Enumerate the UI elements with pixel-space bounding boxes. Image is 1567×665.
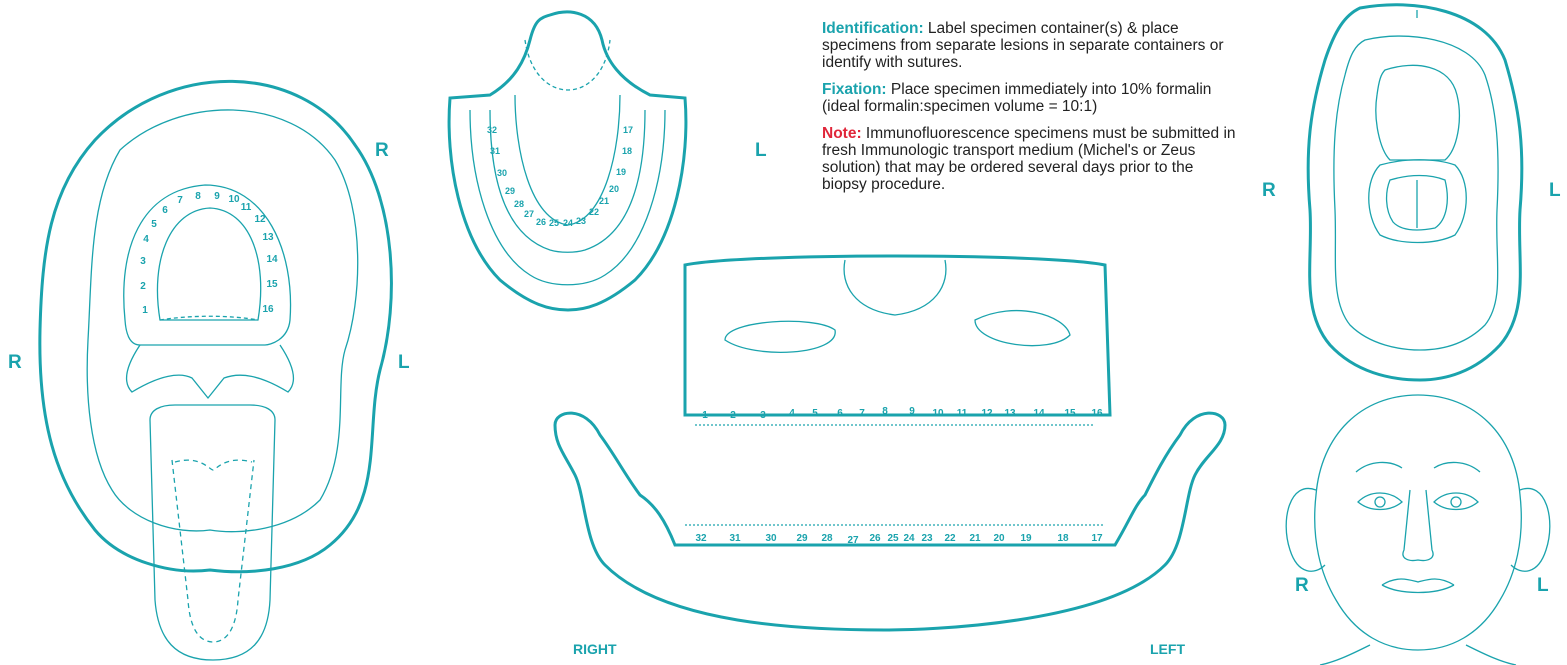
occlusal-tooth-29: 29 <box>505 186 515 196</box>
tooth-8-label: 8 <box>195 191 201 202</box>
tooth-10-label: 10 <box>228 194 240 205</box>
note-text: Immunofluorescence specimens must be sub… <box>822 125 1236 193</box>
occlusal-tooth-32: 32 <box>487 125 497 135</box>
tooth-11-label: 11 <box>241 202 252 213</box>
tooth-4-label: 4 <box>143 234 149 245</box>
skull-left-caption: LEFT <box>1150 641 1185 657</box>
skull-tooth-22: 22 <box>944 533 956 544</box>
maxillary-tooth-numbers: 1 2 3 4 5 6 7 8 9 10 11 12 13 14 15 16 <box>140 191 278 316</box>
skull-tooth-21: 21 <box>969 533 981 544</box>
skull-tooth-20: 20 <box>993 533 1005 544</box>
skull-tooth-7: 7 <box>859 408 865 419</box>
skull-tooth-19: 19 <box>1020 533 1032 544</box>
skull-tooth-3: 3 <box>760 410 766 421</box>
lips-right-marker: R <box>1262 180 1276 202</box>
skull-tooth-11: 11 <box>957 408 968 419</box>
occlusal-tooth-19: 19 <box>616 167 626 177</box>
tooth-16-label: 16 <box>262 304 274 315</box>
skull-tooth-27: 27 <box>847 535 859 546</box>
mandible-left-marker: L <box>755 140 767 162</box>
skull-tooth-17: 17 <box>1091 533 1103 544</box>
tooth-1-label: 1 <box>142 305 148 316</box>
skull-tooth-12: 12 <box>981 408 993 419</box>
tooth-2-label: 2 <box>140 281 146 292</box>
identification-note: Identification: Label specimen container… <box>822 20 1242 71</box>
identification-label: Identification: <box>822 20 924 37</box>
occlusal-tooth-27: 27 <box>524 209 534 219</box>
skull-tooth-31: 31 <box>729 533 741 544</box>
tooth-5-label: 5 <box>151 219 157 230</box>
occlusal-tooth-26: 26 <box>536 217 546 227</box>
occlusal-tooth-23: 23 <box>576 216 586 226</box>
occlusal-tooth-24: 24 <box>563 218 573 228</box>
tooth-3-label: 3 <box>140 256 146 267</box>
skull-tooth-5: 5 <box>812 408 818 419</box>
face-front-diagram <box>1270 390 1567 665</box>
occlusal-tooth-28: 28 <box>514 199 524 209</box>
skull-tooth-2: 2 <box>730 410 736 421</box>
skull-tooth-32: 32 <box>695 533 707 544</box>
skull-right-caption: RIGHT <box>573 641 617 657</box>
skull-tooth-4: 4 <box>789 408 795 419</box>
skull-tooth-30: 30 <box>765 533 777 544</box>
skull-tooth-29: 29 <box>796 533 808 544</box>
open-lips-diagram <box>1285 0 1555 385</box>
immunofluorescence-note: Note: Immunofluorescence specimens must … <box>822 125 1242 193</box>
occlusal-tooth-21: 21 <box>599 196 609 206</box>
tooth-15-label: 15 <box>266 279 278 290</box>
skull-tooth-15: 15 <box>1064 408 1076 419</box>
skull-tooth-6: 6 <box>837 408 843 419</box>
skull-tooth-16: 16 <box>1091 408 1103 419</box>
skull-tooth-1: 1 <box>702 410 708 421</box>
tooth-14-label: 14 <box>266 254 278 265</box>
tooth-13-label: 13 <box>262 232 274 243</box>
occlusal-tooth-17: 17 <box>623 125 633 135</box>
note-label: Note: <box>822 125 862 142</box>
skull-tooth-28: 28 <box>821 533 833 544</box>
occlusal-tooth-20: 20 <box>609 184 619 194</box>
skull-dentition-diagram: 1 2 3 4 5 6 7 8 9 10 11 12 13 14 15 16 3… <box>545 245 1245 640</box>
tooth-7-label: 7 <box>177 195 183 206</box>
open-mouth-maxilla-diagram: 1 2 3 4 5 6 7 8 9 10 11 12 13 14 15 16 <box>0 0 450 665</box>
occlusal-tooth-31: 31 <box>490 146 500 156</box>
skull-tooth-26: 26 <box>869 533 881 544</box>
occlusal-tooth-25: 25 <box>549 218 559 228</box>
skull-tooth-23: 23 <box>921 533 933 544</box>
skull-tooth-9: 9 <box>909 406 915 417</box>
skull-tooth-13: 13 <box>1004 408 1016 419</box>
fixation-note: Fixation: Place specimen immediately int… <box>822 81 1242 115</box>
skull-tooth-25: 25 <box>887 533 899 544</box>
occlusal-tooth-30: 30 <box>497 168 507 178</box>
occlusal-tooth-22: 22 <box>589 207 599 217</box>
tooth-6-label: 6 <box>162 205 168 216</box>
tooth-12-label: 12 <box>254 214 266 225</box>
instruction-notes: Identification: Label specimen container… <box>822 20 1242 203</box>
skull-tooth-14: 14 <box>1033 408 1045 419</box>
skull-tooth-10: 10 <box>932 408 944 419</box>
fixation-label: Fixation: <box>822 81 887 98</box>
occlusal-tooth-18: 18 <box>622 146 632 156</box>
skull-tooth-18: 18 <box>1057 533 1069 544</box>
tooth-9-label: 9 <box>214 191 220 202</box>
skull-tooth-8: 8 <box>882 406 888 417</box>
skull-tooth-24: 24 <box>903 533 915 544</box>
